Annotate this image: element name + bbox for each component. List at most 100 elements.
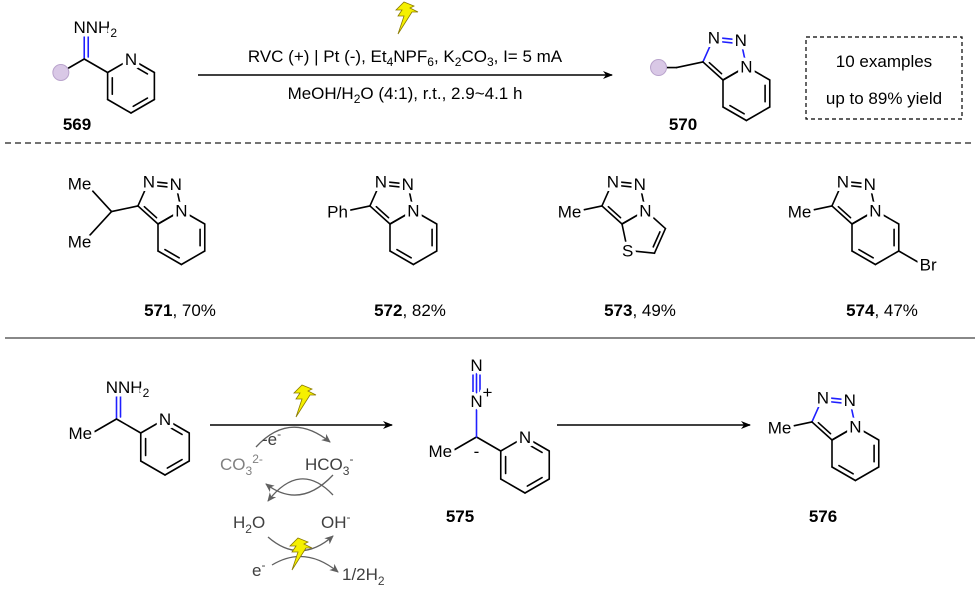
bond-line [838, 464, 854, 475]
bond-line [137, 180, 150, 207]
bond-line [652, 231, 661, 248]
bond-line [157, 209, 183, 225]
diazo-nitrogen-atom: N [470, 356, 482, 375]
bridgehead-nitrogen-atom: N [175, 202, 187, 221]
bond-line [130, 58, 156, 74]
bond-line [412, 209, 438, 225]
positive-charge: + [483, 383, 493, 402]
bond-line [708, 61, 723, 75]
pyridine-nitrogen-atom: N [159, 410, 171, 429]
hydrazone-nnh2-group: NNH2 [106, 378, 150, 400]
bond-line [406, 183, 415, 212]
nitrogen-atom: N [837, 172, 849, 191]
bond-line [831, 205, 853, 225]
hydrogen-curved-arrow [271, 555, 339, 573]
bond-line [380, 180, 409, 185]
bond-line [499, 478, 526, 494]
pyridine-nitrogen-atom: N [519, 428, 531, 447]
bond-line [106, 58, 132, 74]
substituent-ball-icon [52, 64, 70, 81]
bond-line [831, 180, 844, 207]
bond-line [106, 98, 132, 114]
bond-line [745, 106, 771, 122]
bond-line [180, 250, 206, 266]
bond-line [739, 39, 748, 68]
bond-line [601, 205, 623, 225]
bond-line [110, 205, 139, 213]
bond-line [451, 436, 478, 452]
bond-line [874, 209, 900, 225]
nitrogen-atom: N [375, 172, 387, 191]
bond-line [132, 64, 149, 75]
bond-line [621, 223, 629, 252]
bond-line [811, 396, 824, 423]
electricity-bolt-icon [289, 537, 313, 571]
summary-box [805, 36, 963, 120]
nitrogen-atom: N [170, 175, 182, 194]
oxidation-curved-arrow [255, 426, 331, 448]
bond-line [644, 209, 667, 230]
bond-line [729, 104, 745, 115]
bond-line [702, 36, 715, 63]
diazo-nitrogen-atom: N [470, 392, 482, 411]
bond-line [612, 180, 641, 185]
bond-line [164, 248, 180, 259]
bond-line [848, 399, 857, 428]
bond-line [115, 418, 142, 434]
water-text: H2O [233, 513, 265, 536]
electricity-bolt-icon [293, 384, 317, 418]
methyl-group: Me [68, 424, 92, 443]
bond-line [157, 250, 183, 266]
bridgehead-nitrogen-atom: N [639, 202, 651, 221]
bond-line [822, 396, 851, 401]
bond-line [384, 184, 403, 189]
bond-line [389, 250, 415, 266]
nitrogen-atom: N [143, 172, 155, 191]
bond-line [88, 210, 113, 237]
nitrogen-atom: N [402, 175, 414, 194]
bond-line [851, 250, 877, 266]
bond-line [868, 183, 877, 212]
bond-line [164, 460, 191, 476]
compound-label-575: 575 [446, 507, 474, 526]
bond-line [897, 250, 923, 266]
electron-text: e- [252, 558, 265, 580]
nitrogen-atom: N [844, 391, 856, 410]
bond-line [722, 106, 748, 122]
bond-line [837, 205, 852, 219]
bond-line [148, 180, 177, 185]
bridgehead-nitrogen-atom: N [869, 202, 881, 221]
bond-line [132, 97, 149, 108]
minus-electron-text: -e- [262, 427, 281, 449]
bond-line [713, 36, 742, 41]
carbonate-text: CO32- [220, 452, 263, 478]
bond-line [846, 184, 865, 189]
pyridine-nitrogen-atom: N [125, 50, 137, 69]
sulfur-atom: S [622, 241, 633, 260]
bond-line [389, 209, 415, 225]
bond-line [342, 205, 371, 213]
nitrogen-atom: N [708, 28, 720, 47]
methyl-group: Me [768, 419, 792, 438]
example-573-label: 573, 49% [604, 301, 676, 320]
bond-line [607, 205, 622, 219]
bond-line [174, 183, 183, 212]
bond-line [874, 250, 900, 266]
compound-label-569: 569 [63, 115, 91, 134]
bond-line [638, 183, 647, 212]
bond-line [164, 418, 191, 434]
phenyl-group: Ph [327, 203, 348, 222]
bond-line [854, 425, 880, 441]
substituent-ball-icon [650, 59, 668, 77]
bond-line [143, 205, 158, 219]
hydrazone-nnh2-group: NNH2 [73, 18, 117, 40]
nitrogen-atom: N [817, 388, 829, 407]
bond-line [88, 186, 113, 213]
methyl-group: Me [788, 203, 812, 222]
bicarbonate-text: HCO3- [305, 452, 353, 478]
bond-line [369, 180, 382, 207]
conditions-line-1: RVC (+) | Pt (-), Et4NPF6, K2CO3, I= 5 m… [248, 47, 563, 69]
methyl-group: Me [68, 175, 92, 194]
